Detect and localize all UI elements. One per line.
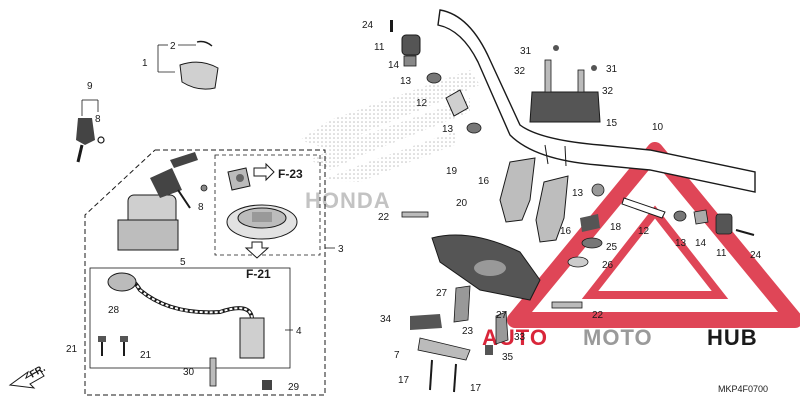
callout-30: 30	[183, 367, 195, 378]
fuel-cap-part	[226, 204, 298, 240]
callout-25: 25	[606, 242, 618, 253]
callout-12-right: 12	[638, 226, 650, 237]
callout-24-top: 24	[362, 20, 374, 31]
callout-11-top: 11	[374, 42, 385, 53]
callout-13-b: 13	[442, 124, 454, 135]
bolt-21-right	[120, 336, 128, 356]
callout-29: 29	[288, 382, 300, 393]
f23-reference: F-23	[253, 162, 303, 182]
callout-31-left: 31	[520, 46, 532, 57]
callout-27-right: 27	[496, 310, 508, 321]
callout-32-right: 32	[602, 86, 614, 97]
upper-holder-part	[529, 45, 601, 123]
callout-17-left: 17	[398, 375, 410, 386]
callout-17-right: 17	[470, 383, 482, 394]
callout-4: 4	[296, 326, 302, 337]
callout-24-right: 24	[750, 250, 762, 261]
callout-1: 1	[142, 58, 148, 69]
watermark-hub: HUB	[707, 325, 758, 350]
key-part	[76, 99, 105, 163]
bolt-22-left	[401, 211, 429, 218]
callout-8-left: 8	[95, 114, 101, 125]
callout-14-top: 14	[388, 60, 400, 71]
callout-20: 20	[456, 198, 468, 209]
ref-f21: F-21	[246, 267, 271, 281]
honda-watermark-text: HONDA	[305, 188, 391, 213]
callout-16-left: 16	[478, 176, 490, 187]
ref-f23: F-23	[278, 167, 303, 181]
callout-16-right: 16	[560, 226, 572, 237]
handlebar-part	[437, 9, 756, 193]
callout-18: 18	[610, 222, 622, 233]
callout-2: 2	[170, 41, 176, 52]
callout-22-left: 22	[378, 212, 390, 223]
callout-32-left: 32	[514, 66, 526, 77]
switch-cover-part	[157, 40, 219, 90]
lower-bracket-parts	[410, 285, 583, 393]
callout-9: 9	[87, 81, 93, 92]
fork-clamp-right	[535, 175, 569, 243]
harness-box	[89, 267, 291, 369]
watermark-moto: MOTO	[583, 325, 653, 350]
callout-21-left: 21	[66, 344, 78, 355]
honda-wing-watermark: HONDA	[300, 70, 480, 213]
front-label: FR.	[28, 363, 48, 381]
wire-harness-part	[107, 272, 265, 359]
fork-clamp-left	[499, 157, 536, 223]
fuel-cap-box	[214, 154, 321, 256]
callout-13-d: 13	[675, 238, 687, 249]
automotohub-logo: AUTO MOTO HUB	[482, 142, 800, 350]
callout-33: 33	[514, 332, 526, 343]
ignition-assembly-boundary	[84, 149, 326, 396]
ignition-switch-part	[117, 152, 208, 251]
cylinder-lock-part	[227, 167, 251, 191]
top-bridge-part	[431, 234, 541, 301]
callout-31-right: 31	[606, 64, 618, 75]
f21-reference: F-21	[244, 241, 271, 281]
callout-23: 23	[462, 326, 474, 337]
callout-21-right: 21	[140, 350, 152, 361]
bolt-21-left	[98, 336, 106, 356]
callout-27-left: 27	[436, 288, 448, 299]
callout-10: 10	[652, 122, 664, 133]
callout-35: 35	[502, 352, 514, 363]
callout-8-mid: 8	[198, 202, 204, 213]
bar-end-weight-part	[390, 20, 482, 134]
callout-13-a: 13	[400, 76, 412, 87]
callout-5: 5	[180, 257, 186, 268]
diagram-code: MKP4F0700	[718, 384, 768, 394]
callout-26: 26	[602, 260, 614, 271]
callout-28: 28	[108, 305, 120, 316]
callout-34: 34	[380, 314, 392, 325]
callout-15: 15	[606, 118, 618, 129]
callout-11-right: 11	[716, 248, 727, 259]
callout-14-right: 14	[695, 238, 707, 249]
front-direction-arrow: FR.	[8, 363, 48, 389]
callout-7: 7	[394, 350, 400, 361]
callout-12-top: 12	[416, 98, 428, 109]
callout-13-c: 13	[572, 188, 584, 199]
clip-29	[262, 380, 272, 390]
callout-19: 19	[446, 166, 458, 177]
pin-30	[209, 357, 217, 387]
right-side-parts	[567, 183, 755, 268]
callout-22-right: 22	[592, 310, 604, 321]
callout-3: 3	[338, 244, 344, 255]
